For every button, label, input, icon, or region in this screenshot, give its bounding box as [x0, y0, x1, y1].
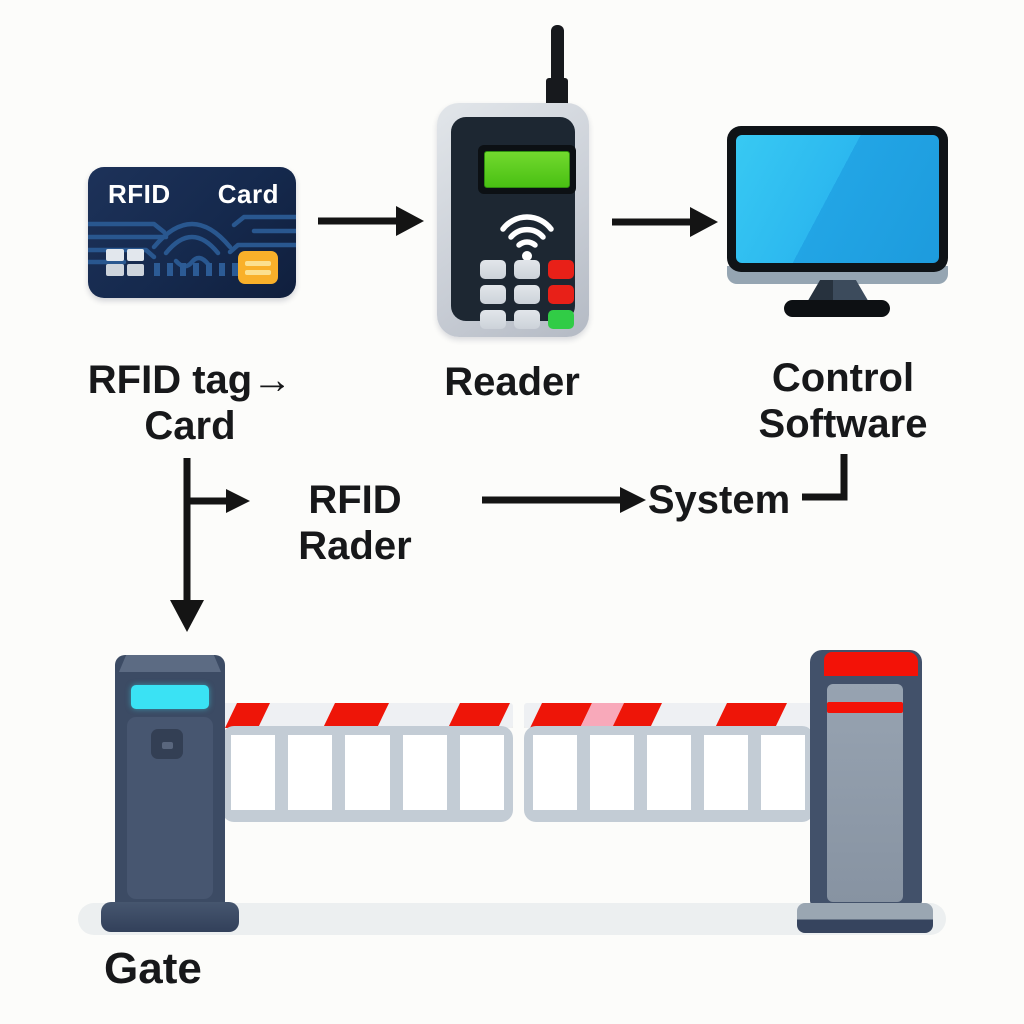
keypad-key-red: [548, 285, 574, 304]
label-rfid-tag-line2: Card: [144, 403, 236, 448]
gate-indicator-panel: [131, 685, 209, 709]
keypad-key: [480, 310, 506, 329]
keypad-key: [480, 260, 506, 279]
arrow-card-to-reader: [318, 206, 424, 236]
label-gate: Gate: [104, 944, 202, 993]
card-contact-pad-icon: [238, 251, 278, 284]
wifi-icon: [500, 214, 554, 261]
gate-post-left-cap: [119, 655, 221, 672]
gate-post-left: [115, 655, 225, 907]
label-rfid-tag-card: RFID tag→ Card: [40, 358, 340, 449]
gate-post-right-base: [797, 903, 933, 933]
keypad-key-green: [548, 310, 574, 329]
gate-sensor-icon: [151, 729, 183, 759]
reader-lcd-screen: [478, 145, 576, 194]
keypad-key-red: [548, 260, 574, 279]
rfid-card-illustration: RFID Card: [88, 167, 296, 298]
label-control-line1: Control: [771, 356, 915, 400]
monitor-illustration: [727, 126, 948, 272]
antenna-icon: [551, 25, 564, 85]
barrier-rail-right: [524, 726, 814, 822]
gate-post-left-panel: [127, 717, 213, 899]
keypad-key: [514, 260, 540, 279]
card-brand-text: RFID: [108, 179, 171, 209]
card-type-text: Card: [217, 179, 279, 209]
arrow-card-to-gate: [170, 458, 204, 632]
gate-post-right-red-stripe: [827, 702, 903, 713]
arrow-branch-to-rfid-reader: [187, 489, 250, 513]
rfid-reader-illustration: [437, 103, 589, 337]
gate-post-right-red-cap: [824, 652, 918, 676]
label-flow-system: System: [647, 478, 791, 522]
antenna-base: [546, 78, 568, 108]
label-control-software: Control Software: [718, 356, 968, 447]
keypad-key: [480, 285, 506, 304]
barrier-stripe-left: [222, 703, 513, 728]
label-control-line2: Software: [758, 401, 928, 446]
label-flow-rfid-reader: RFID Rader: [298, 478, 412, 568]
connector-system-to-control: [802, 454, 848, 501]
card-dashes-icon: [154, 263, 242, 276]
label-reader: Reader: [444, 360, 580, 404]
monitor-base: [784, 300, 890, 317]
label-rfid-tag-line1: RFID tag→: [87, 358, 293, 402]
gate-post-right-panel: [827, 684, 903, 902]
reader-face: [451, 117, 576, 329]
gate-post-left-base: [101, 902, 239, 932]
card-chip-icon: [106, 249, 144, 276]
barrier-rail-left: [222, 726, 513, 822]
barrier-stripe-right: [524, 703, 814, 728]
gate-post-right: [810, 650, 922, 905]
keypad-key: [514, 310, 540, 329]
reader-keypad: [480, 260, 574, 329]
arrow-reader-to-monitor: [612, 207, 718, 237]
monitor-screen: [736, 135, 939, 263]
keypad-key: [514, 285, 540, 304]
arrow-rfid-reader-to-system: [482, 487, 646, 513]
